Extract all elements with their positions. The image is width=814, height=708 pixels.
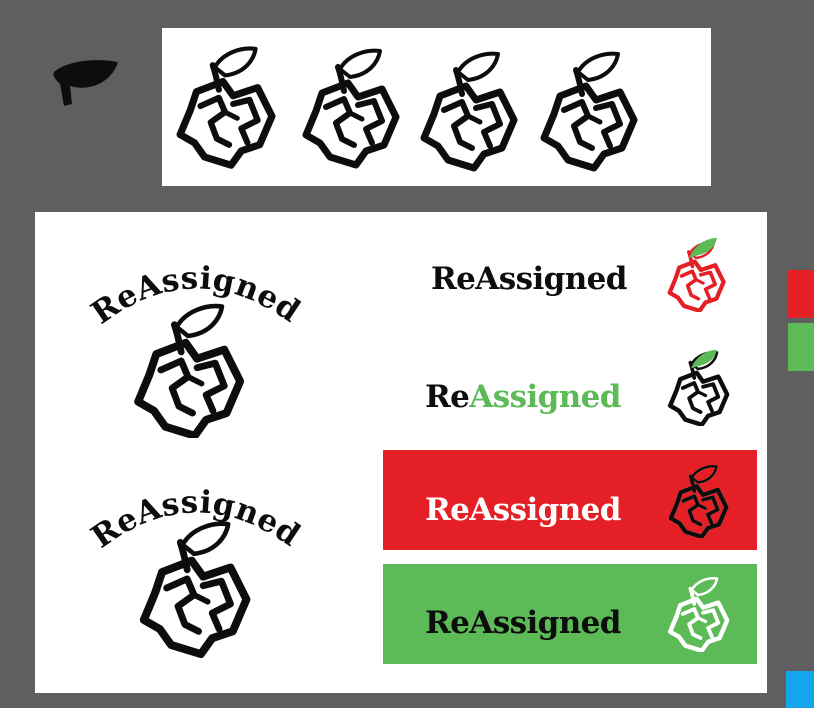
horizontal-wordmark: ReAssigned (425, 382, 621, 413)
red-background-lockup: ReAssigned (383, 450, 757, 550)
wordmark-assigned: Assigned (469, 605, 621, 641)
wordmark-re: Re (425, 492, 470, 528)
leaf-icon (691, 349, 717, 369)
blue-color-swatch (786, 671, 814, 708)
apple-logo-icon (300, 42, 400, 172)
apple-logo-icon (538, 46, 638, 174)
wordmark-re: Re (425, 379, 470, 415)
red-color-swatch (788, 270, 814, 318)
apple-logo-icon (665, 576, 731, 652)
leaf-icon (689, 238, 717, 258)
leaf-icon (53, 60, 118, 106)
green-background-lockup: ReAssigned (383, 564, 757, 664)
arched-wordmark: ReAssigned (85, 484, 306, 555)
apple-logo-icon (131, 302, 245, 438)
wordmark-re: Re (425, 605, 470, 641)
wordmark-re: Re (431, 261, 476, 297)
horizontal-wordmark: ReAssigned (431, 264, 627, 295)
apple-logo-icon (174, 40, 276, 172)
wordmark-assigned: Assigned (469, 492, 621, 528)
wordmark-assigned: Assigned (469, 379, 621, 415)
apple-logo-icon (418, 46, 518, 174)
green-color-swatch (788, 323, 814, 371)
apple-logo-icon (137, 518, 251, 658)
horizontal-wordmark: ReAssigned (425, 495, 621, 526)
apple-logo-icon (665, 464, 731, 538)
horizontal-wordmark: ReAssigned (425, 608, 621, 639)
wordmark-assigned: Assigned (475, 261, 627, 297)
icon-variations-panel (162, 28, 711, 186)
arched-wordmark: ReAssigned (85, 260, 306, 331)
